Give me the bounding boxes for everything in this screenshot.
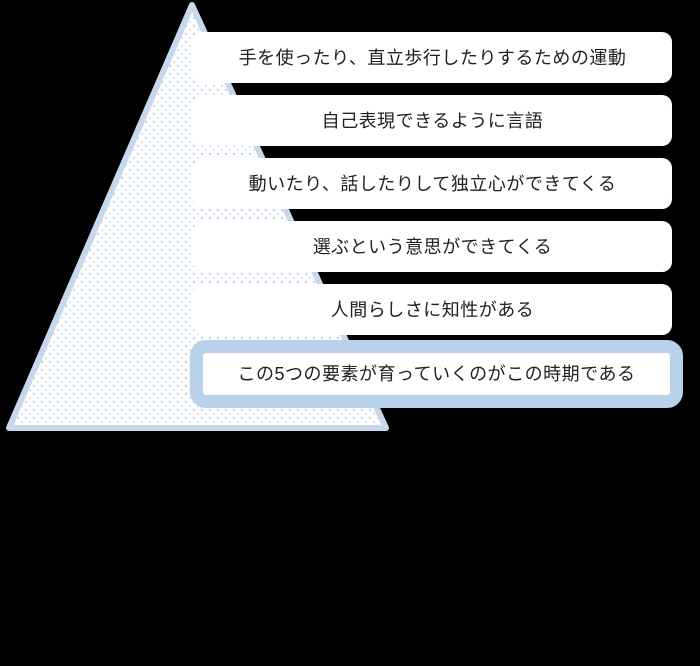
pyramid-label-2-text: 自己表現できるように言語 <box>321 110 544 131</box>
pyramid-label-5-text: 人間らしさに知性がある <box>330 299 535 320</box>
pyramid-label-1-text: 手を使ったり、直立歩行したりするための運動 <box>238 47 627 68</box>
pyramid-label-2: 自己表現できるように言語 <box>193 95 672 146</box>
pyramid-label-3-text: 動いたり、話したりして独立心ができてくる <box>248 173 617 194</box>
pyramid-label-6-highlighted: この5つの要素が育っていくのがこの時期である <box>190 340 683 408</box>
pyramid-label-3: 動いたり、話したりして独立心ができてくる <box>193 158 672 209</box>
pyramid-label-6-text: この5つの要素が育っていくのがこの時期である <box>237 364 636 384</box>
pyramid-label-4-text: 選ぶという意思ができてくる <box>312 236 553 257</box>
pyramid-label-4: 選ぶという意思ができてくる <box>193 221 672 272</box>
pyramid-label-5: 人間らしさに知性がある <box>193 284 672 335</box>
pyramid-label-1: 手を使ったり、直立歩行したりするための運動 <box>193 32 672 83</box>
